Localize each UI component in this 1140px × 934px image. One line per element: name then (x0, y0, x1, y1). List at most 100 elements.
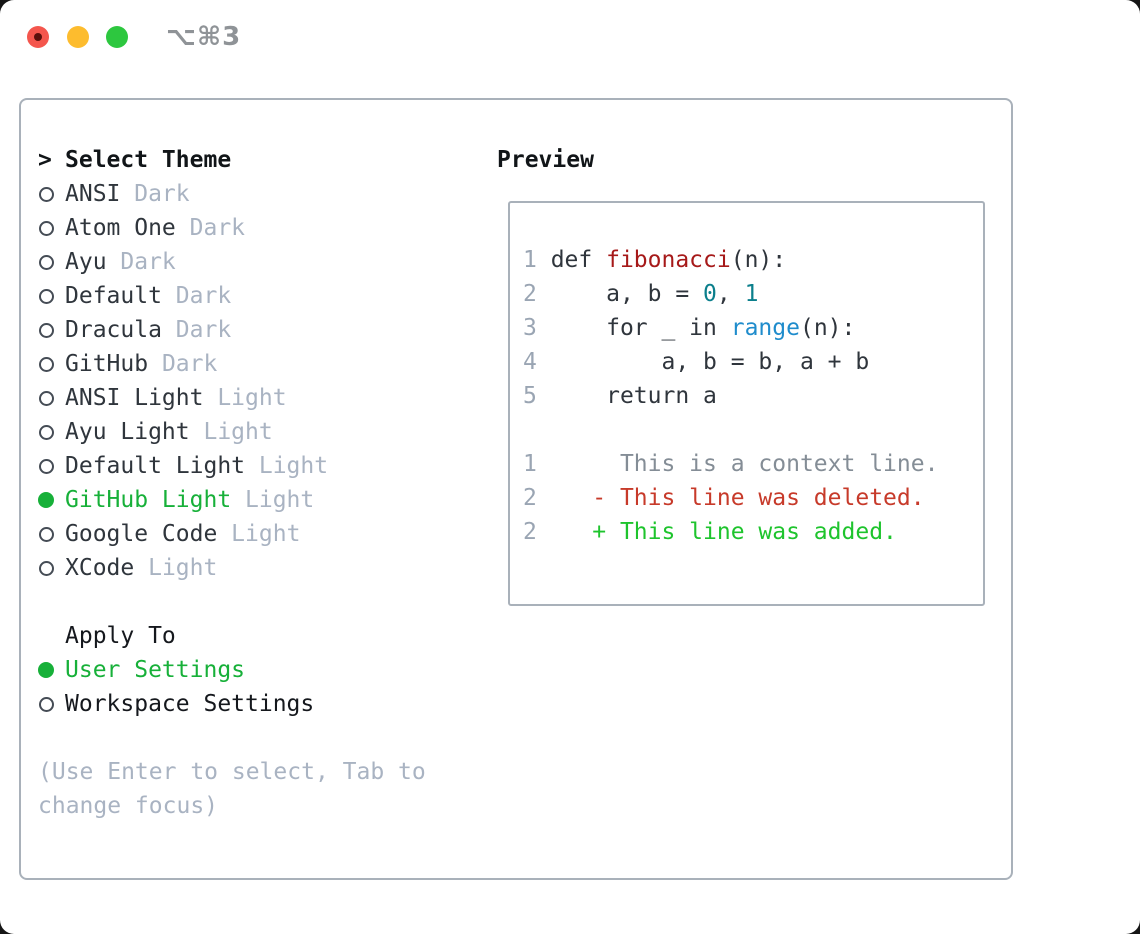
theme-variant: Light (231, 487, 315, 513)
radio-selected-icon (38, 662, 54, 678)
code-line: 2 - This line was deleted. (523, 481, 983, 515)
radio-icon (39, 186, 54, 202)
minimize-button[interactable] (67, 26, 89, 48)
radio-icon (39, 288, 54, 304)
line-number: 4 (523, 349, 551, 375)
radio-icon (39, 526, 54, 542)
preview-header: Preview (497, 147, 594, 173)
code-line: 3 for _ in range(n): (523, 311, 983, 345)
theme-option[interactable]: Default Light Light (38, 449, 426, 483)
theme-name: GitHub Light (65, 487, 232, 513)
code-token-number: 1 (744, 281, 759, 307)
code-token-added: + This line was added. (550, 519, 897, 545)
code-token-context: This is a context line. (550, 451, 939, 477)
theme-name: Default (65, 283, 162, 309)
marker-slot (38, 245, 65, 279)
line-number: 5 (523, 383, 551, 409)
marker-slot (38, 313, 65, 347)
code-token-plain: for _ in (550, 315, 731, 341)
theme-name: ANSI Light (65, 385, 204, 411)
apply-to-option[interactable]: Workspace Settings (38, 687, 426, 721)
line-number: 3 (523, 315, 551, 341)
marker-slot (38, 177, 65, 211)
radio-icon (39, 322, 54, 338)
marker-slot (38, 619, 65, 653)
marker-slot (38, 415, 65, 449)
hint-line-1: (Use Enter to select, Tab to (38, 759, 426, 785)
code-token-builtin: range (730, 315, 800, 341)
apply-to-option[interactable]: User Settings (38, 653, 426, 687)
select-theme-header-row: > Select Theme (38, 143, 426, 177)
theme-variant: Dark (106, 249, 176, 275)
theme-name: Ayu Light (65, 419, 190, 445)
spacer (38, 585, 426, 619)
theme-option[interactable]: ANSI Dark (38, 177, 426, 211)
theme-variant: Dark (161, 283, 232, 309)
radio-icon (39, 560, 54, 576)
theme-option[interactable]: Google Code Light (38, 517, 426, 551)
radio-icon (39, 424, 54, 440)
theme-variant: Dark (161, 317, 232, 343)
marker-slot (38, 483, 65, 517)
marker-slot (38, 347, 65, 381)
theme-variant: Light (134, 555, 218, 581)
marker-slot (38, 517, 65, 551)
theme-option[interactable]: Atom One Dark (38, 211, 426, 245)
radio-icon (39, 254, 54, 270)
theme-name: Default Light (65, 453, 246, 479)
apply-to-header: Apply To (65, 623, 176, 649)
code-token-plain: (n): (730, 247, 787, 273)
spacer (38, 721, 426, 755)
marker-slot (38, 551, 65, 585)
theme-option[interactable]: Ayu Light Light (38, 415, 426, 449)
theme-variant: Dark (175, 215, 246, 241)
marker-slot (38, 381, 65, 415)
line-number: 2 (523, 281, 551, 307)
marker-slot (38, 449, 65, 483)
code-token-function: fibonacci (606, 247, 731, 273)
theme-variant: Dark (120, 181, 190, 207)
window-title: ⌥⌘3 (166, 22, 242, 52)
theme-option[interactable]: GitHub Light Light (38, 483, 426, 517)
marker-slot (38, 687, 65, 721)
theme-option[interactable]: XCode Light (38, 551, 426, 585)
cursor-icon: > (38, 147, 52, 173)
theme-option[interactable]: GitHub Dark (38, 347, 426, 381)
theme-variant: Dark (148, 351, 218, 377)
apply-to-label: User Settings (65, 657, 246, 683)
theme-name: Ayu (65, 249, 107, 275)
theme-name: Atom One (65, 215, 176, 241)
maximize-button[interactable] (106, 26, 128, 48)
code-token-number: 0 (703, 281, 717, 307)
theme-option[interactable]: ANSI Light Light (38, 381, 426, 415)
radio-icon (39, 356, 54, 372)
theme-name: GitHub (65, 351, 149, 377)
select-theme-header: Select Theme (65, 147, 232, 173)
theme-name: ANSI (65, 181, 121, 207)
line-number: 1 (523, 247, 551, 273)
theme-option[interactable]: Ayu Dark (38, 245, 426, 279)
code-token-plain: return a (550, 383, 717, 409)
theme-variant: Light (189, 419, 273, 445)
theme-name: Dracula (65, 317, 162, 343)
close-button[interactable] (27, 26, 49, 48)
code-token-plain: a, b = b, a + b (550, 349, 870, 375)
close-dot-icon (34, 33, 42, 41)
code-blank-line (523, 413, 983, 447)
line-number: 1 (523, 451, 551, 477)
code-line: 1 def fibonacci(n): (523, 243, 983, 277)
theme-option[interactable]: Default Dark (38, 279, 426, 313)
apply-to-label: Workspace Settings (65, 691, 315, 717)
code-token-plain: , (716, 281, 745, 307)
code-line: 4 a, b = b, a + b (523, 345, 983, 379)
line-number: 2 (523, 519, 551, 545)
theme-variant: Light (217, 521, 301, 547)
theme-option[interactable]: Dracula Dark (38, 313, 426, 347)
